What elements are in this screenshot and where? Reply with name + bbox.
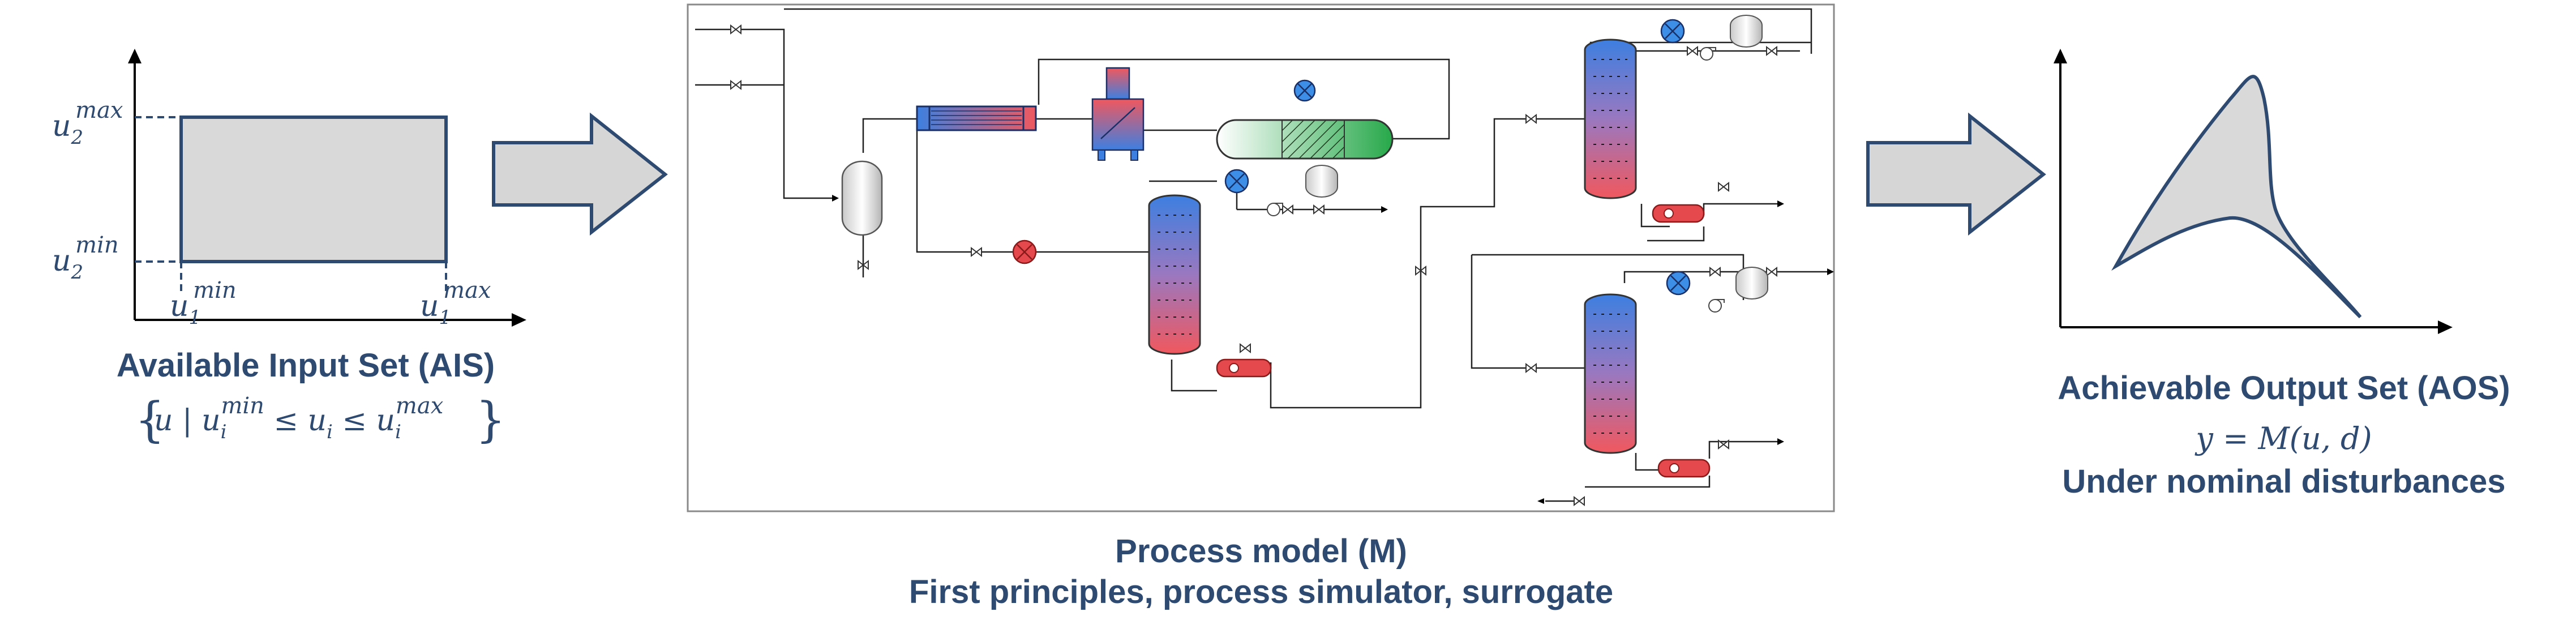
ais-region [179,116,448,263]
process-flowsheet [687,3,1835,512]
furnace [1091,67,1145,161]
model-subtitle: First principles, process simulator, sur… [909,574,1613,610]
column3-condenser [1666,271,1691,296]
distillation-column-1 [1148,194,1201,355]
flowsheet-frame [687,3,1835,512]
aos-region [2111,75,2362,319]
aos-title: Achievable Output Set (AOS) [2058,370,2510,407]
ais-u2max-label: u2max [52,97,123,149]
reactor-cooler [1293,79,1316,102]
ais-u2min-label: u2min [52,232,119,284]
arrow-model-to-aos [1866,112,2046,236]
reactor [1216,119,1394,160]
model-title: Process model (M) [1115,533,1407,570]
aos-plot [2054,49,2453,334]
column2-condenser [1660,19,1685,44]
ais-set-open-brace: { [135,392,165,447]
ais-plot: u2max u2min u1min u1max [52,49,526,329]
aos-note: Under nominal disturbances [2062,463,2505,500]
distillation-column-3 [1584,293,1637,454]
ais-u1max-label: u1max [420,277,491,329]
distillation-column-2 [1584,39,1637,199]
column1-condenser [1224,169,1249,194]
ais-x-axis-arrow [512,313,526,327]
aos-equation: y = M(u, d) [2194,421,2372,456]
ais-title: Available Input Set (AIS) [117,347,495,384]
aos-x-axis-arrow [2438,320,2453,334]
column3-reboiler [1657,459,1711,478]
ais-y-axis-arrow [128,49,142,63]
feed-effluent-exchanger [916,105,1037,131]
arrow-ais-to-model [492,112,668,236]
aos-y-axis-arrow [2054,49,2067,63]
flash-drum [841,160,883,236]
column1-reboiler [1216,358,1272,378]
ais-set-expression: u | uimin ≤ ui ≤ uimax [154,393,443,443]
column2-reboiler [1652,204,1705,223]
ais-set-definition: { u | uimin ≤ ui ≤ uimax } [135,392,505,447]
feed-heater [1012,239,1037,264]
ais-set-close-brace: } [475,392,505,447]
ais-u1min-label: u1min [170,277,237,329]
